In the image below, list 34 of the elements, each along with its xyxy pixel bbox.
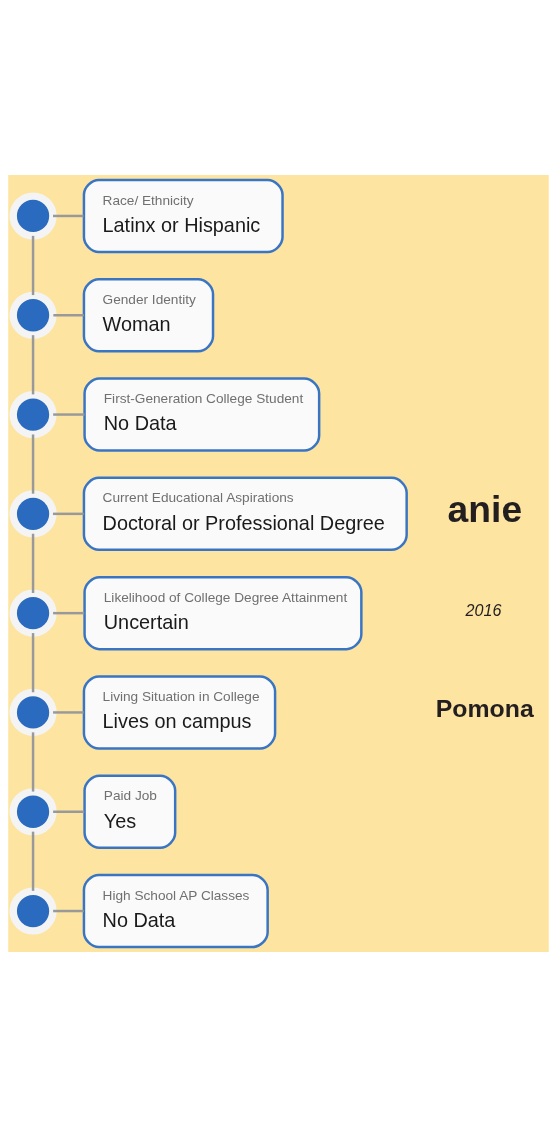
node-circle: [9, 291, 57, 339]
connector: [31, 433, 35, 494]
connector: [31, 731, 35, 792]
connector: [31, 334, 35, 394]
node-box: Current Educational Aspirations Doctoral or Professional Degree: [82, 476, 408, 551]
connector: [31, 831, 35, 891]
connector: [53, 611, 85, 614]
label: Pomona: [435, 694, 534, 722]
node-box: First-Generation College Student No Data: [83, 376, 321, 452]
node-box: Living Situation in College Lives on campus: [82, 674, 277, 750]
node-circle: [9, 886, 57, 935]
connector: [31, 235, 35, 295]
label: anie: [447, 487, 523, 530]
connector: [53, 909, 84, 912]
connector: [52, 512, 84, 515]
node-box: Paid Job Yes: [83, 774, 177, 849]
node-circle: [9, 390, 57, 438]
connector: [31, 533, 35, 593]
connector: [53, 810, 85, 813]
connector: [53, 214, 84, 217]
node-box: Likelihood of College Degree Attainment Uncertain: [83, 575, 363, 650]
node-circle: [9, 191, 57, 240]
node-box: Race/ Ethnicity Latinx or Hispanic: [82, 178, 284, 253]
node-circle: [9, 787, 57, 835]
node-circle: [9, 489, 57, 537]
connector: [53, 710, 84, 714]
label: 2016: [465, 600, 502, 619]
connector: [53, 412, 85, 416]
connector: [53, 313, 84, 316]
node-box: Gender Identity Woman: [82, 277, 215, 352]
node-circle: [9, 688, 57, 736]
node-box: High School AP Classes No Data: [82, 873, 269, 948]
node-circle: [9, 589, 57, 637]
connector: [31, 632, 35, 692]
